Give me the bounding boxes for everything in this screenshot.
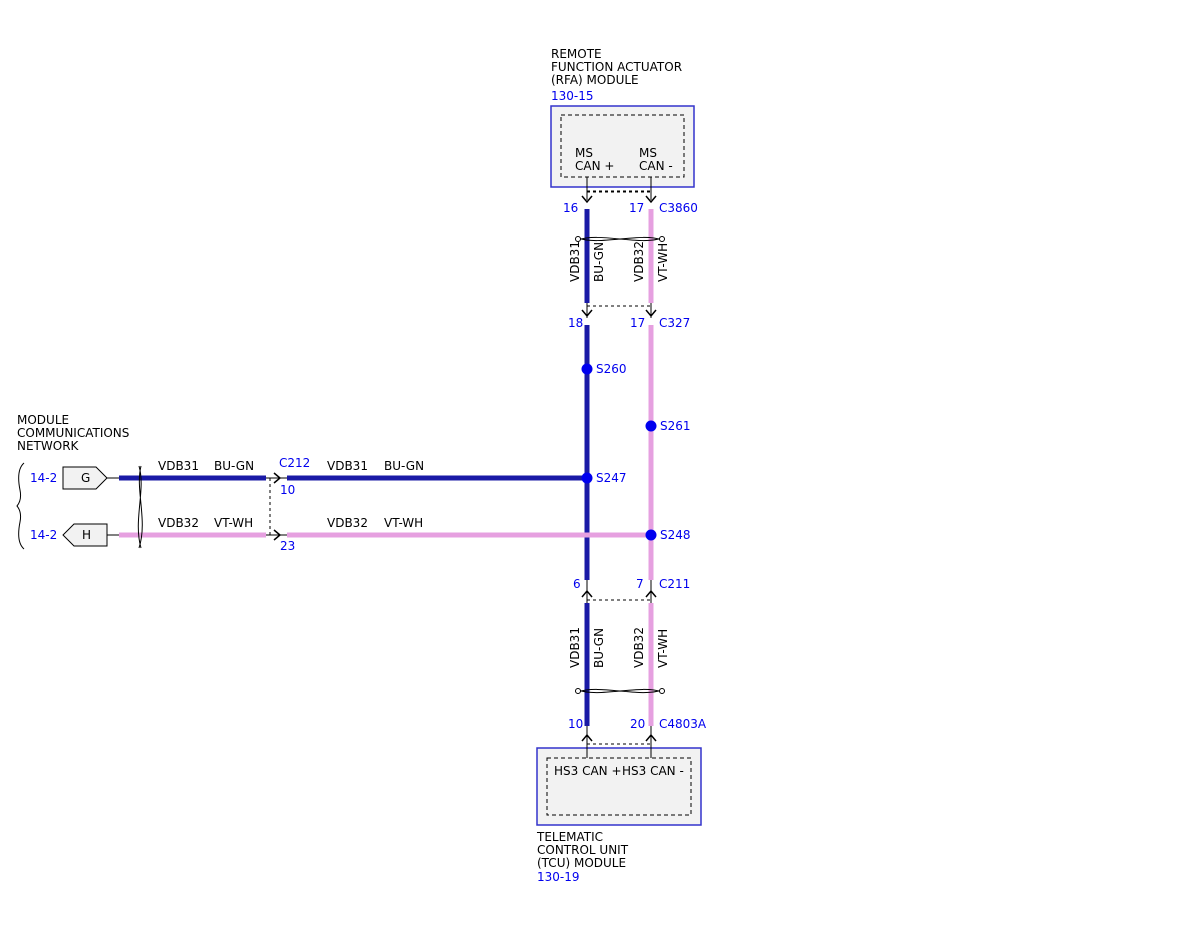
rfa-pin-left-line1: MS — [575, 146, 593, 160]
splice-s261-dot[interactable] — [645, 420, 657, 432]
tag-h-label: H — [82, 528, 91, 542]
wire-label-vdb31-lower: VDB31 — [568, 627, 582, 668]
wire-color-bu-gn-upper: BU-GN — [592, 242, 606, 282]
twisted-pair-network — [137, 465, 143, 549]
wire-color-bu-gn-horizontal: BU-GN — [384, 459, 424, 473]
connector-tag-h[interactable] — [62, 523, 108, 547]
c4803a-pin-b: 20 — [630, 717, 645, 731]
tcu-module-box — [536, 747, 702, 826]
rfa-title-line1: REMOTE — [551, 47, 602, 61]
wire-label-vdb32-network: VDB32 — [158, 516, 199, 530]
connector-labels: 16 17 C3860 18 17 C327 C212 10 23 6 7 C2… — [279, 201, 707, 731]
twist-end-upper-left — [575, 236, 581, 242]
rfa-module-box — [550, 105, 695, 188]
c4803a-label[interactable]: C4803A — [659, 717, 707, 731]
rfa-pin-right-line2: CAN - — [639, 159, 673, 173]
c211-pin7-arrow — [645, 589, 657, 598]
wire-color-vt-wh-horizontal: VT-WH — [384, 516, 423, 530]
c212-label[interactable]: C212 — [279, 456, 310, 470]
wire-label-vdb32-upper: VDB32 — [632, 241, 646, 282]
wire-color-vt-wh-upper: VT-WH — [656, 243, 670, 282]
network-ref-g-link[interactable]: 14-2 — [30, 471, 57, 485]
wire-label-vdb32-lower: VDB32 — [632, 627, 646, 668]
wire-color-bu-gn-lower: BU-GN — [592, 628, 606, 668]
splice-s248-label[interactable]: S248 — [660, 528, 691, 542]
rfa-module-inner — [560, 114, 685, 178]
rfa-pin-left-line2: CAN + — [575, 159, 614, 173]
tcu-module-inner — [546, 757, 692, 816]
c211-pin6-arrow — [581, 589, 593, 598]
c212-pin-a: 10 — [280, 483, 295, 497]
tcu-pin-right: HS3 CAN - — [622, 764, 684, 778]
splice-s260-label[interactable]: S260 — [596, 362, 627, 376]
network-title-line3: NETWORK — [17, 439, 80, 453]
twist-end-lower-right — [659, 688, 665, 694]
network-title-line1: MODULE — [17, 413, 69, 427]
c212-pin-b: 23 — [280, 539, 295, 553]
wire-color-bu-gn-network: BU-GN — [214, 459, 254, 473]
wire-labels: VDB31 BU-GN VDB31 BU-GN VDB32 VT-WH VDB3… — [158, 241, 670, 668]
rfa-module[interactable]: REMOTE FUNCTION ACTUATOR (RFA) MODULE 13… — [550, 47, 695, 188]
c3860-label[interactable]: C3860 — [659, 201, 698, 215]
c3860-pin-b: 17 — [629, 201, 644, 215]
splice-s248-dot[interactable] — [645, 529, 657, 541]
c3860-shell — [586, 190, 652, 193]
c327-pin18-arrow — [581, 309, 593, 318]
tcu-module[interactable]: HS3 CAN + HS3 CAN - TELEMATIC CONTROL UN… — [536, 747, 702, 884]
tcu-title-line2: CONTROL UNIT — [537, 843, 629, 857]
splice-s247-dot[interactable] — [581, 472, 593, 484]
wire-label-vdb31-network: VDB31 — [158, 459, 199, 473]
c212-pin10-arrow — [273, 472, 282, 484]
network-title-line2: COMMUNICATIONS — [17, 426, 129, 440]
wire-label-vdb31-horizontal: VDB31 — [327, 459, 368, 473]
rfa-pin-right-line1: MS — [639, 146, 657, 160]
network-brace — [16, 462, 25, 550]
twisted-pair-upper — [577, 236, 663, 242]
splice-s260-dot[interactable] — [581, 363, 593, 375]
rfa-ref-link[interactable]: 130-15 — [551, 89, 594, 103]
c327-pin-b: 17 — [630, 316, 645, 330]
c3860-pin17-arrow — [645, 195, 657, 204]
wires — [107, 177, 665, 758]
c211-pin-b: 7 — [636, 577, 644, 591]
twist-end-upper-right — [659, 236, 665, 242]
wire-label-vdb31-upper: VDB31 — [568, 241, 582, 282]
wire-color-vt-wh-network: VT-WH — [214, 516, 253, 530]
c327-label[interactable]: C327 — [659, 316, 690, 330]
tcu-pin-left: HS3 CAN + — [554, 764, 622, 778]
c327-pin17-arrow — [645, 309, 657, 318]
c3860-pin-a: 16 — [563, 201, 578, 215]
tcu-ref-link[interactable]: 130-19 — [537, 870, 580, 884]
tcu-title-line1: TELEMATIC — [536, 830, 603, 844]
rfa-title-line2: FUNCTION ACTUATOR — [551, 60, 682, 74]
splices: S260 S261 S247 S248 — [581, 362, 691, 542]
network-ref-h-link[interactable]: 14-2 — [30, 528, 57, 542]
c211-label[interactable]: C211 — [659, 577, 690, 591]
c4803a-pin10-arrow — [581, 733, 593, 742]
twist-end-lower-left — [575, 688, 581, 694]
network-block: MODULE COMMUNICATIONS NETWORK 14-2 14-2 … — [16, 413, 129, 550]
wire-label-vdb32-horizontal: VDB32 — [327, 516, 368, 530]
rfa-title-line3: (RFA) MODULE — [551, 73, 639, 87]
tcu-title-line3: (TCU) MODULE — [537, 856, 626, 870]
wire-color-vt-wh-lower: VT-WH — [656, 629, 670, 668]
connector-tag-g[interactable] — [62, 466, 108, 490]
twisted-pair-lower — [577, 688, 663, 694]
tag-g-label: G — [81, 471, 90, 485]
c211-pin-a: 6 — [573, 577, 581, 591]
c212-pin23-arrow — [273, 529, 282, 541]
c327-pin-a: 18 — [568, 316, 583, 330]
splice-s261-label[interactable]: S261 — [660, 419, 691, 433]
c4803a-pin-a: 10 — [568, 717, 583, 731]
c4803a-pin20-arrow — [645, 733, 657, 742]
splice-s247-label[interactable]: S247 — [596, 471, 627, 485]
c3860-pin16-arrow — [581, 195, 593, 204]
